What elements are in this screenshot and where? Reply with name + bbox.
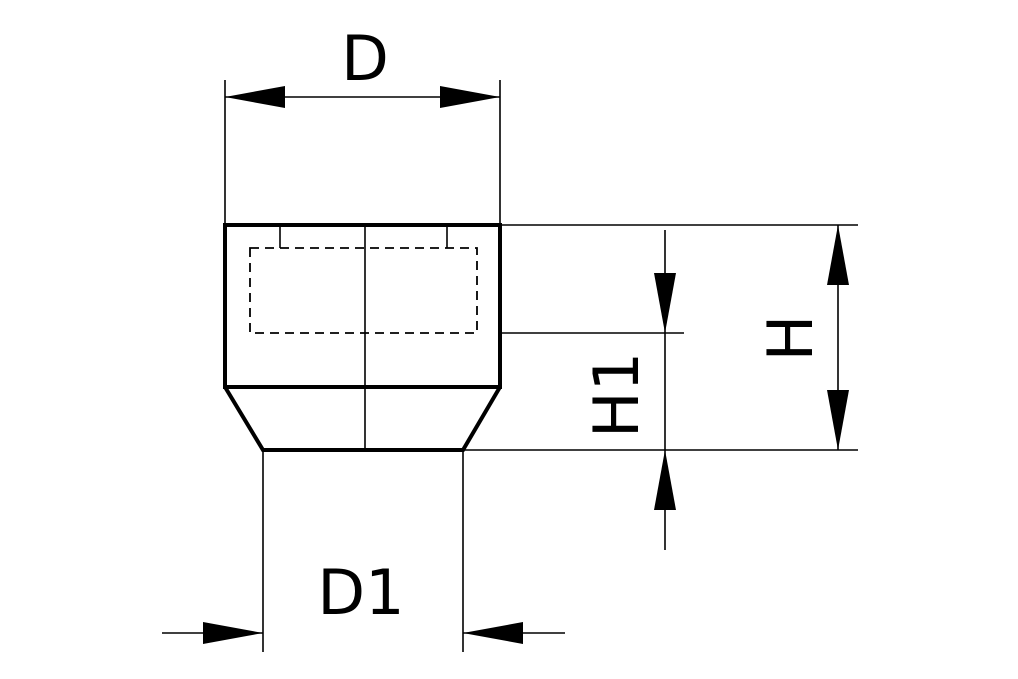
- arrow-head-top: [654, 273, 676, 333]
- dimension-h: H: [463, 224, 858, 451]
- arrow-head-right: [440, 86, 500, 108]
- dimension-h1: H1: [500, 230, 684, 550]
- arrow-head-right: [463, 622, 523, 644]
- cavity-outline: [249, 247, 478, 334]
- dimension-label-h: H: [754, 315, 827, 362]
- arrow-head-top: [827, 225, 849, 285]
- arrow-head-bottom: [654, 450, 676, 510]
- dimension-label-d: D: [341, 22, 389, 95]
- arrow-head-left: [225, 86, 285, 108]
- dimension-label-h1: H1: [580, 352, 653, 438]
- arrow-head-bottom: [827, 390, 849, 450]
- chamfer-cone: [223, 385, 502, 452]
- dimension-d: D: [224, 22, 501, 225]
- part-outline: [223, 223, 502, 452]
- dimension-label-d1: D1: [317, 556, 404, 629]
- arrow-head-left: [203, 622, 263, 644]
- dimension-d1: D1: [162, 450, 565, 652]
- cylinder-body: [223, 223, 502, 389]
- hidden-cavity: [249, 225, 478, 334]
